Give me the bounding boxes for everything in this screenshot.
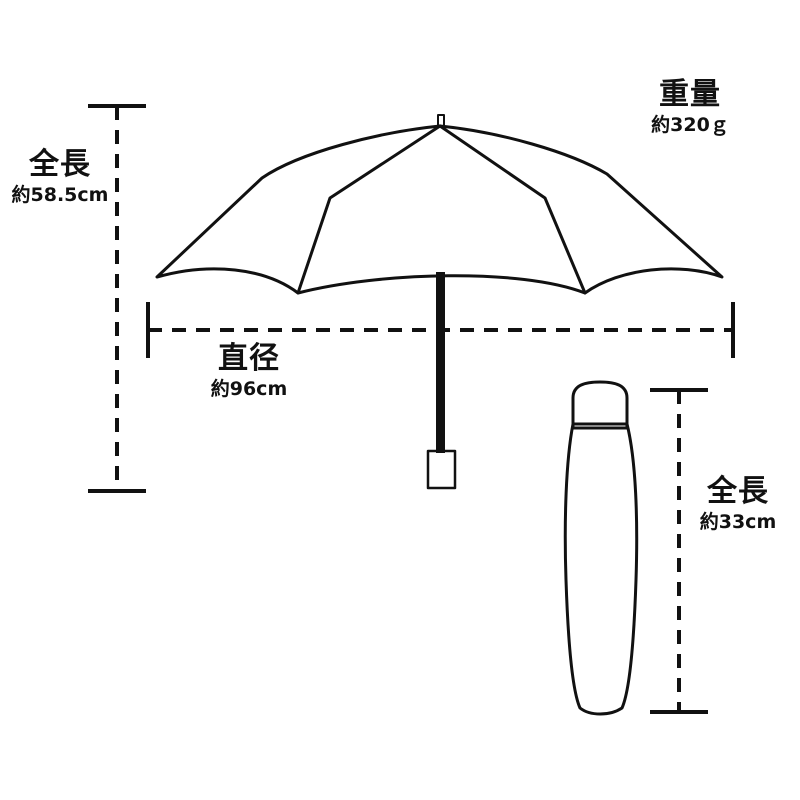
umbrella-tip [437,114,445,128]
weight-title: 重量 [659,77,721,112]
folded-length-label: 全長 約33cm [690,477,786,532]
canopy-outline [155,124,724,295]
diameter-title: 直径 [218,341,280,376]
umbrella-shaft [436,272,445,453]
folded-umbrella-cap [571,380,629,430]
open-length-value: 約58.5cm [11,184,109,206]
canopy-rib-right [438,124,587,295]
weight-value: 約320ｇ [651,114,729,136]
weight-label: 重量 約320ｇ [640,80,740,135]
open-length-label: 全長 約58.5cm [4,150,116,205]
open-length-dimension [88,104,146,493]
folded-umbrella-body [563,422,639,716]
diameter-value: 約96cm [210,378,288,400]
umbrella-handle [426,449,457,490]
folded-length-value: 約33cm [699,511,777,533]
folded-length-title: 全長 [707,474,769,509]
folded-length-dimension [650,388,708,714]
folded-umbrella [563,380,639,716]
diameter-label: 直径 約96cm [196,344,302,399]
open-length-title: 全長 [29,147,91,182]
diameter-dimension [146,302,735,358]
canopy-rib-left [296,124,442,295]
